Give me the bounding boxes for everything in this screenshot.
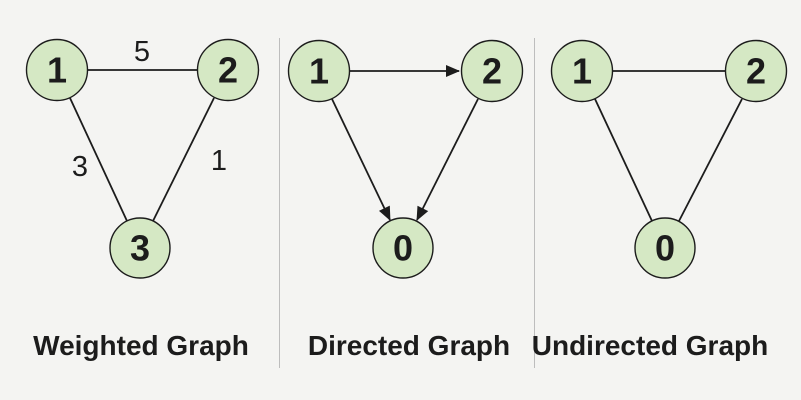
directed-edge-1-0 (331, 98, 391, 221)
graph-node (196, 38, 260, 102)
graph-node-label: 1 (572, 51, 592, 92)
graph-node (634, 217, 696, 279)
graph-caption: Undirected Graph (532, 330, 768, 361)
graph-node-label: 2 (482, 51, 502, 92)
graph-node (372, 217, 434, 279)
edge-weight-label: 1 (211, 145, 227, 177)
graph-node (25, 38, 89, 102)
undirected-edge-2-0 (678, 98, 743, 222)
graph-node-label: 1 (309, 51, 329, 92)
graph-node (550, 39, 614, 103)
graph-node (109, 217, 171, 279)
graph-node (724, 39, 788, 103)
graph-node-label: 0 (655, 228, 675, 269)
undirected-edge-1-0 (594, 98, 653, 222)
weighted-graph: 5 3 1 1 2 3 Weighted Graph (25, 36, 260, 361)
graph-node-label: 1 (47, 50, 67, 91)
graph-node-label: 2 (218, 50, 238, 91)
graph-caption: Directed Graph (308, 330, 510, 361)
directed-graph: 1 2 0 Directed Graph (287, 39, 524, 361)
graph-node-label: 3 (130, 228, 150, 269)
undirected-graph: 1 2 0 Undirected Graph (532, 39, 788, 361)
graph-node (287, 39, 351, 103)
weighted-edge-2-3 (152, 97, 215, 222)
graph-caption: Weighted Graph (33, 330, 249, 361)
edge-weight-label: 3 (72, 151, 88, 183)
directed-edge-2-0 (416, 98, 479, 221)
graph-node (460, 39, 524, 103)
graph-node-label: 0 (393, 228, 413, 269)
weighted-edge-1-3 (69, 97, 128, 222)
graph-node-label: 2 (746, 51, 766, 92)
edge-weight-label: 5 (134, 36, 150, 68)
